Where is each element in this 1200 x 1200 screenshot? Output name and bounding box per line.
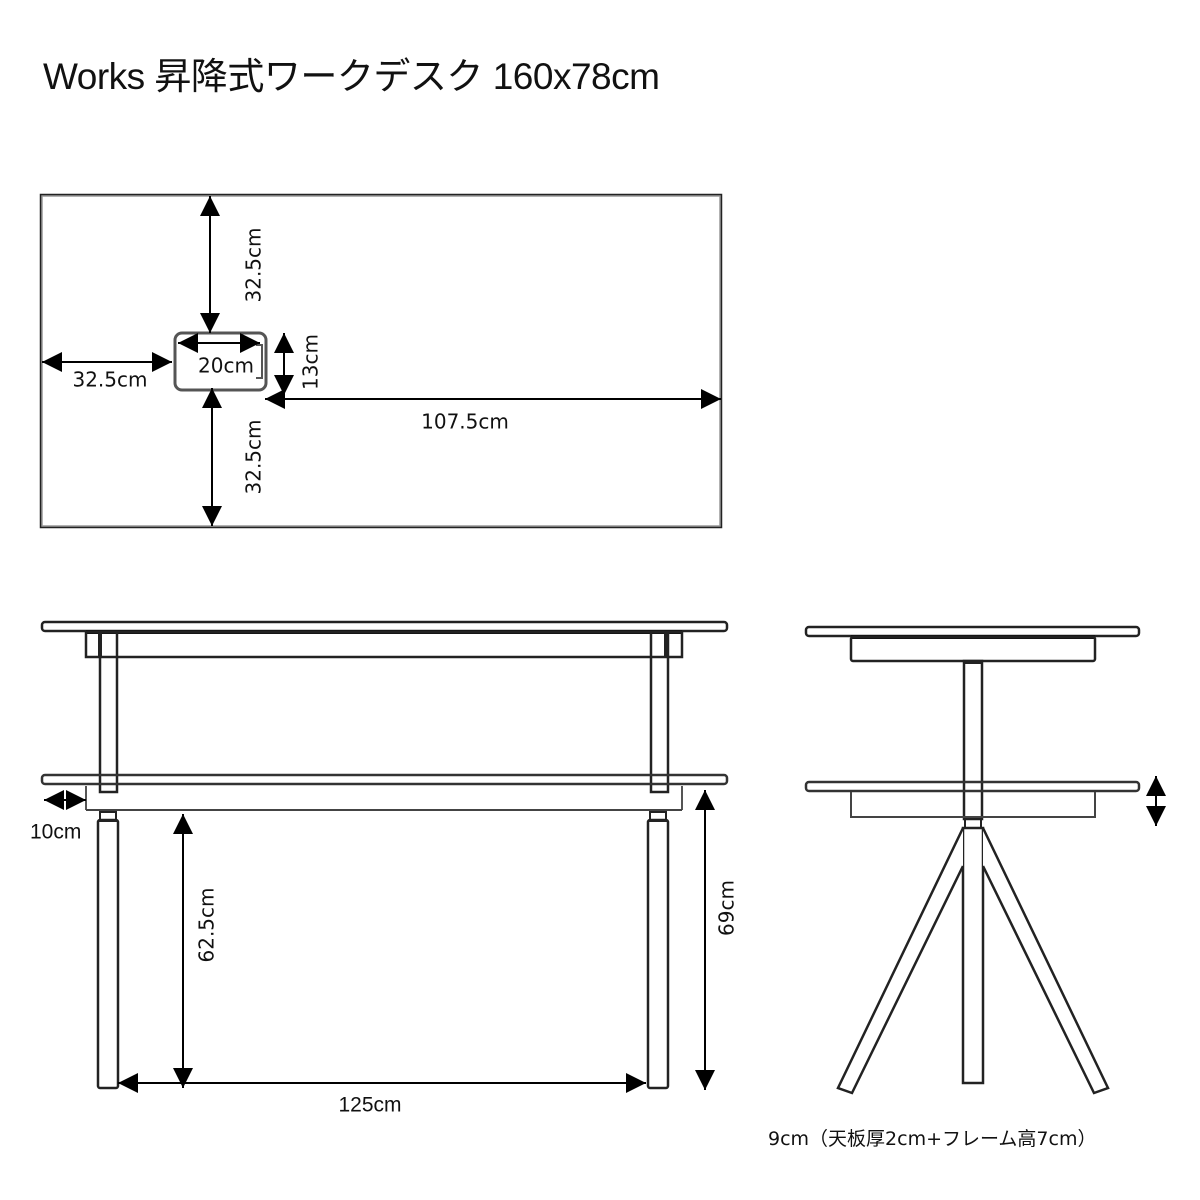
dim-label-hole-to-front: 32.5cm [242, 419, 266, 494]
side-view-caption: 9cm（天板厚2cm+フレーム高7cm） [768, 1128, 1097, 1150]
left-diagonal-leg [836, 827, 965, 1095]
lowered-desktop [40, 773, 729, 786]
dim-label-total-height: 69cm [715, 880, 739, 936]
center-leg [961, 826, 985, 1085]
dim-label-hole-width: 20cm [198, 354, 254, 378]
front-view-dimensions: 10cm 62.5cm 69cm 125cm [30, 790, 739, 1117]
side-lowered-desktop [804, 780, 1141, 793]
right-leg [646, 818, 670, 1090]
left-leg [96, 818, 120, 1090]
dim-label-overhang: 10cm [30, 821, 81, 844]
dim-label-hole-to-left: 32.5cm [72, 368, 147, 392]
dim-label-hole-to-right: 107.5cm [421, 410, 509, 434]
desk-front-view [40, 620, 729, 1090]
desktop-top-view: 32.5cm 32.5cm 32.5cm 20cm 13cm 107.5cm [39, 193, 723, 529]
desk-side-view [804, 625, 1141, 1095]
side-raised-desktop [804, 625, 1141, 638]
dim-label-hole-to-back: 32.5cm [242, 227, 266, 302]
raised-desktop [40, 620, 729, 633]
right-diagonal-leg [981, 827, 1110, 1095]
dim-label-clearance-height: 62.5cm [195, 887, 219, 962]
dim-label-hole-depth: 13cm [299, 334, 323, 390]
page-title: Works 昇降式ワークデスク 160x78cm [43, 56, 660, 97]
dim-label-leg-span: 125cm [338, 1094, 401, 1117]
